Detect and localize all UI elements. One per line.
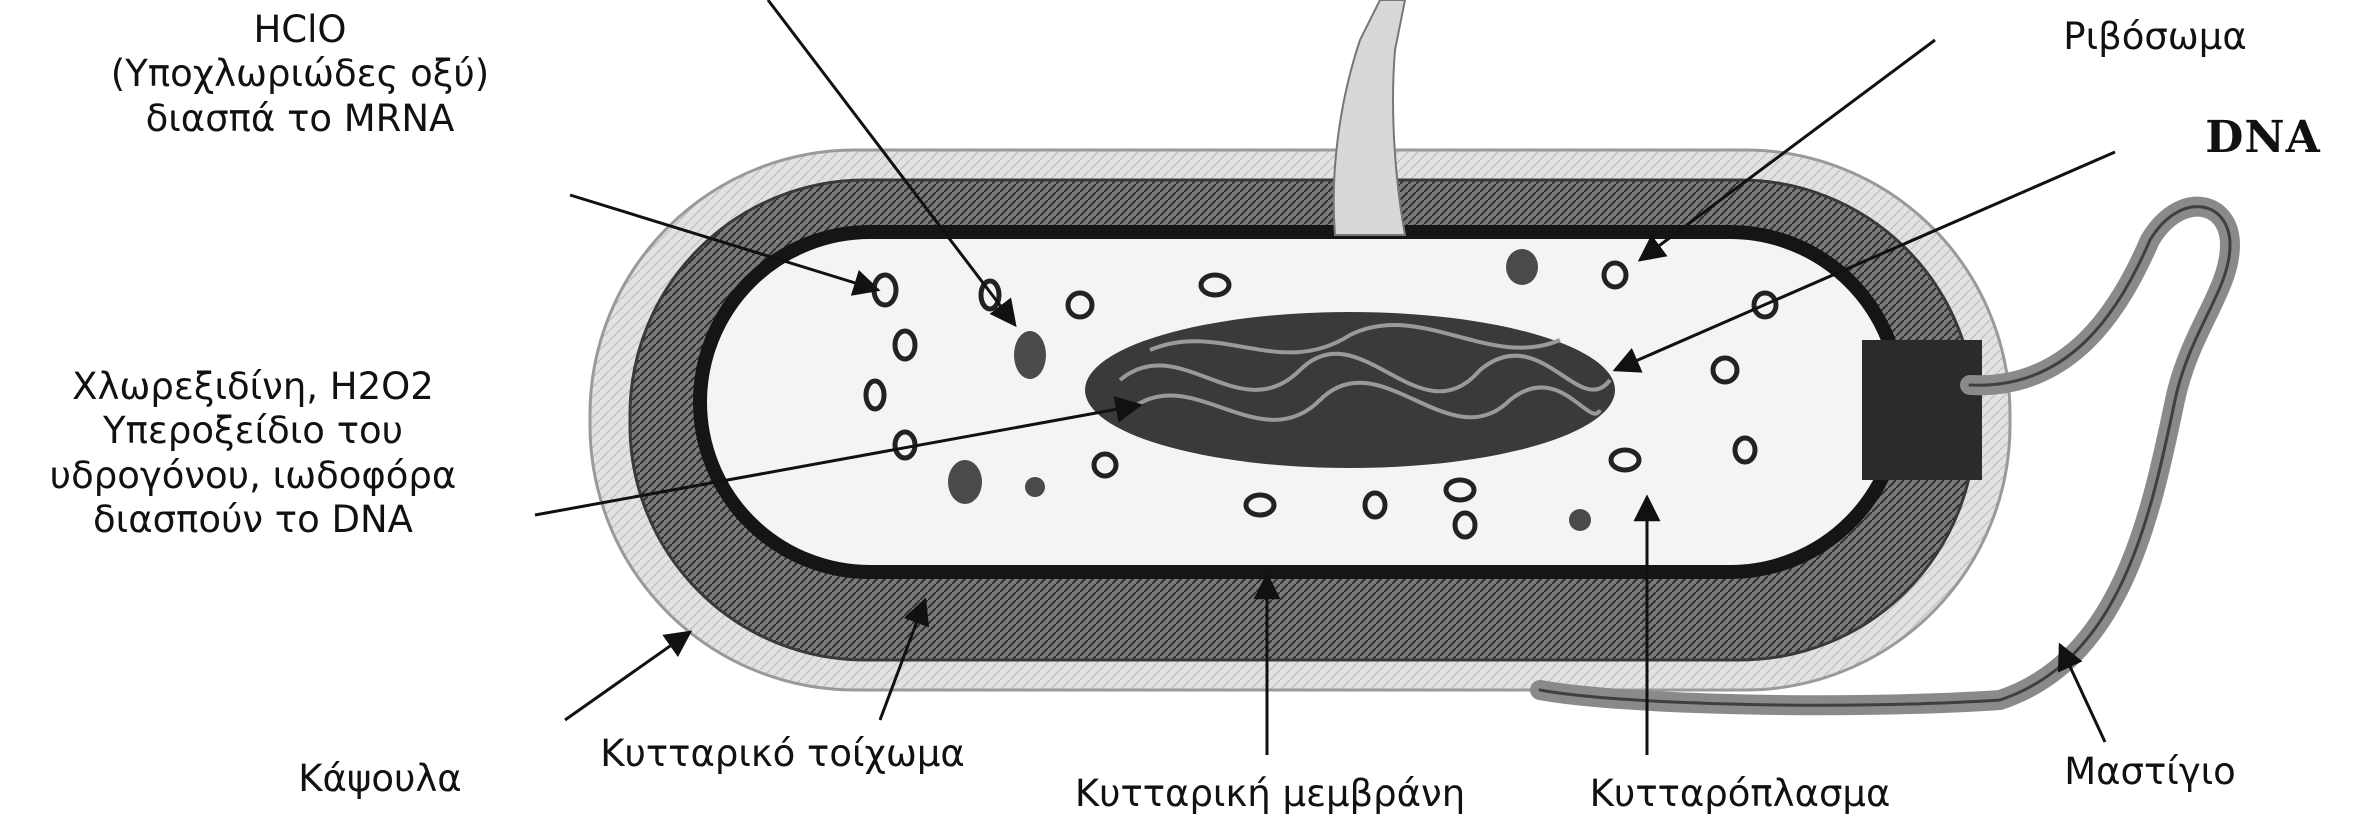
chlorhexidine-line-2: Υπεροξείδιο του (8, 409, 498, 453)
label-chlorhexidine: Χλωρεξιδίνη, H2O2 Υπεροξείδιο του υδρογό… (8, 365, 498, 543)
chlorhexidine-line-1: Χλωρεξιδίνη, H2O2 (8, 365, 498, 409)
label-flagellum: Μαστίγιο (2040, 750, 2260, 794)
arrow-flagellum (2060, 645, 2105, 742)
label-ribosome: Ριβόσωμα (2040, 15, 2270, 59)
label-cytoplasm: Κυτταρόπλασμα (1570, 772, 1910, 816)
pilus-structure (1334, 0, 1405, 235)
chlorhexidine-line-4: διασπούν το DNA (8, 498, 498, 542)
label-hclo: HClO (Υποχλωριώδες οξύ) διασπά το MRNA (90, 8, 510, 141)
label-capsule: Κάψουλα (280, 757, 480, 801)
hclo-line-2: (Υποχλωριώδες οξύ) (90, 52, 510, 96)
label-dna: DNA (2178, 112, 2348, 165)
label-cell-wall: Κυτταρικό τοίχωμα (585, 732, 980, 776)
hclo-line-3: διασπά το MRNA (90, 97, 510, 141)
arrow-capsule (565, 632, 690, 720)
flagellum-base (1862, 340, 1982, 480)
hclo-line-1: HClO (90, 8, 510, 52)
chlorhexidine-line-3: υδρογόνου, ιωδοφόρα (8, 454, 498, 498)
label-cell-membrane: Κυτταρική μεμβράνη (1060, 772, 1480, 816)
